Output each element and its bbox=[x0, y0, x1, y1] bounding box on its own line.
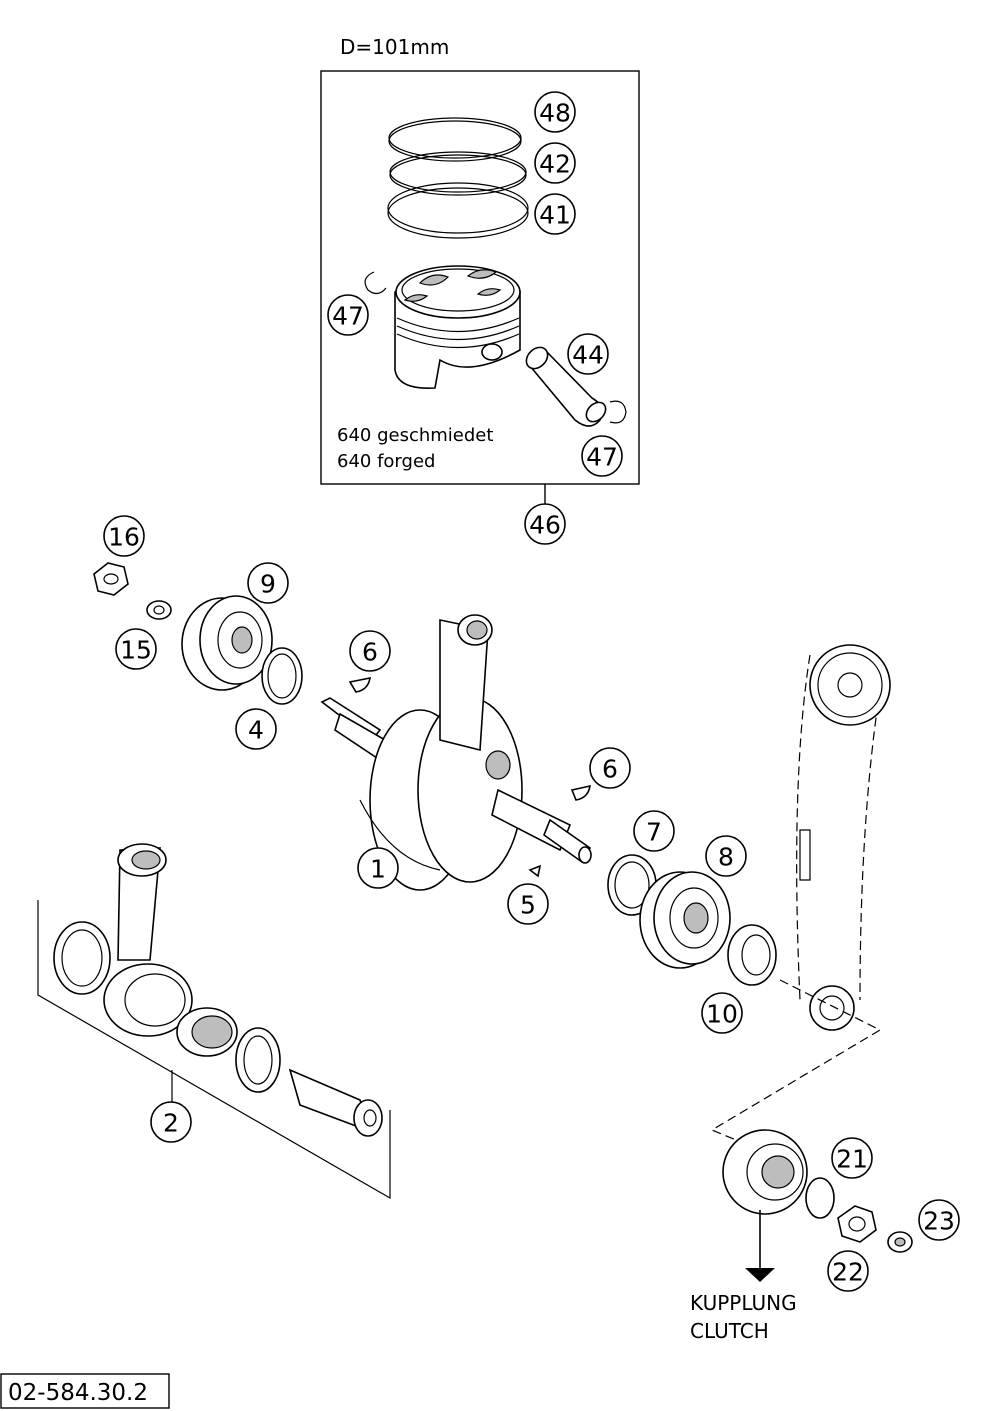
callout-4: 4 bbox=[235, 708, 277, 750]
callout-42: 42 bbox=[534, 142, 576, 184]
woodruff-key-6b bbox=[570, 784, 591, 801]
key-5 bbox=[528, 864, 542, 878]
svg-text:41: 41 bbox=[539, 201, 571, 230]
callout-9: 9 bbox=[247, 562, 289, 604]
connecting-rod bbox=[103, 963, 193, 1037]
svg-text:6: 6 bbox=[602, 755, 618, 784]
shim-left bbox=[261, 647, 303, 705]
callout-6-left: 6 bbox=[349, 630, 391, 672]
thrust-washer-a bbox=[53, 921, 111, 995]
callout-5: 5 bbox=[507, 883, 549, 925]
svg-text:9: 9 bbox=[260, 570, 276, 599]
callout-23: 23 bbox=[918, 1199, 960, 1241]
piston bbox=[394, 265, 521, 389]
seal-ring bbox=[727, 924, 777, 986]
connecting-rod-kit bbox=[37, 843, 391, 1200]
circlip-left bbox=[364, 271, 387, 295]
main-bearing-left bbox=[181, 595, 273, 691]
camshaft-sprocket bbox=[809, 644, 891, 726]
washer bbox=[146, 600, 172, 620]
clutch-drive-group: KUPPLUNG CLUTCH bbox=[690, 1129, 913, 1343]
right-bearing-group bbox=[607, 854, 777, 986]
variant-text-en: 640 forged bbox=[337, 451, 435, 472]
variant-text-de: 640 geschmiedet bbox=[337, 425, 493, 446]
callout-2: 2 bbox=[150, 1101, 192, 1143]
piston-ring-48 bbox=[388, 117, 522, 162]
lock-washer bbox=[805, 1177, 835, 1219]
callout-15: 15 bbox=[115, 628, 157, 670]
clutch-label-de: KUPPLUNG bbox=[690, 1291, 797, 1315]
svg-text:23: 23 bbox=[923, 1207, 955, 1236]
callout-46: 46 bbox=[524, 503, 566, 545]
left-bearing-group bbox=[93, 562, 303, 705]
circlip-right bbox=[609, 400, 627, 424]
callout-1: 1 bbox=[357, 847, 399, 889]
callout-10: 10 bbox=[701, 992, 743, 1034]
diameter-label: D=101mm bbox=[340, 35, 449, 59]
svg-text:1: 1 bbox=[370, 855, 386, 884]
svg-text:15: 15 bbox=[120, 636, 152, 665]
crank-pin bbox=[288, 1068, 383, 1137]
svg-text:47: 47 bbox=[586, 443, 618, 472]
piston-pin bbox=[525, 346, 607, 427]
callout-21: 21 bbox=[831, 1137, 873, 1179]
arrow-down-icon bbox=[745, 1268, 775, 1282]
svg-text:16: 16 bbox=[108, 523, 140, 552]
svg-text:44: 44 bbox=[572, 341, 604, 370]
svg-text:22: 22 bbox=[832, 1258, 864, 1287]
svg-text:10: 10 bbox=[706, 1000, 738, 1029]
clutch-nut bbox=[837, 1205, 877, 1243]
svg-text:2: 2 bbox=[163, 1109, 179, 1138]
woodruff-key-6a bbox=[348, 676, 371, 693]
callout-47-left: 47 bbox=[327, 294, 369, 336]
piston-kit: D=101mm bbox=[320, 35, 640, 506]
svg-text:21: 21 bbox=[836, 1145, 868, 1174]
callout-16: 16 bbox=[103, 515, 145, 557]
callout-22: 22 bbox=[827, 1250, 869, 1292]
timing-chain bbox=[710, 644, 891, 1151]
callout-6-right: 6 bbox=[589, 747, 631, 789]
svg-text:47: 47 bbox=[332, 302, 364, 331]
callout-44: 44 bbox=[567, 333, 609, 375]
callout-7: 7 bbox=[633, 810, 675, 852]
svg-text:6: 6 bbox=[362, 638, 378, 667]
piston-ring-41 bbox=[387, 182, 529, 239]
crank-sprocket bbox=[809, 985, 855, 1031]
crankshaft bbox=[320, 614, 592, 891]
drawing-number: 02-584.30.2 bbox=[8, 1380, 148, 1406]
svg-text:5: 5 bbox=[520, 891, 536, 920]
callout-48: 48 bbox=[534, 91, 576, 133]
drawing-number-box: 02-584.30.2 bbox=[0, 1373, 170, 1409]
needle-bearing bbox=[176, 1007, 238, 1057]
nut bbox=[93, 562, 129, 596]
main-bearing-right bbox=[639, 871, 731, 969]
callout-41: 41 bbox=[534, 193, 576, 235]
callout-47-right: 47 bbox=[581, 435, 623, 477]
thrust-washer-b bbox=[235, 1027, 281, 1093]
svg-text:42: 42 bbox=[539, 150, 571, 179]
piston-kit-frame bbox=[320, 70, 640, 485]
svg-text:7: 7 bbox=[646, 818, 662, 847]
clutch-label-en: CLUTCH bbox=[690, 1319, 769, 1343]
svg-text:46: 46 bbox=[529, 511, 561, 540]
svg-text:48: 48 bbox=[539, 99, 571, 128]
piston-ring-42 bbox=[389, 151, 527, 196]
svg-text:4: 4 bbox=[248, 716, 264, 745]
callout-8: 8 bbox=[705, 835, 747, 877]
svg-text:8: 8 bbox=[718, 843, 734, 872]
